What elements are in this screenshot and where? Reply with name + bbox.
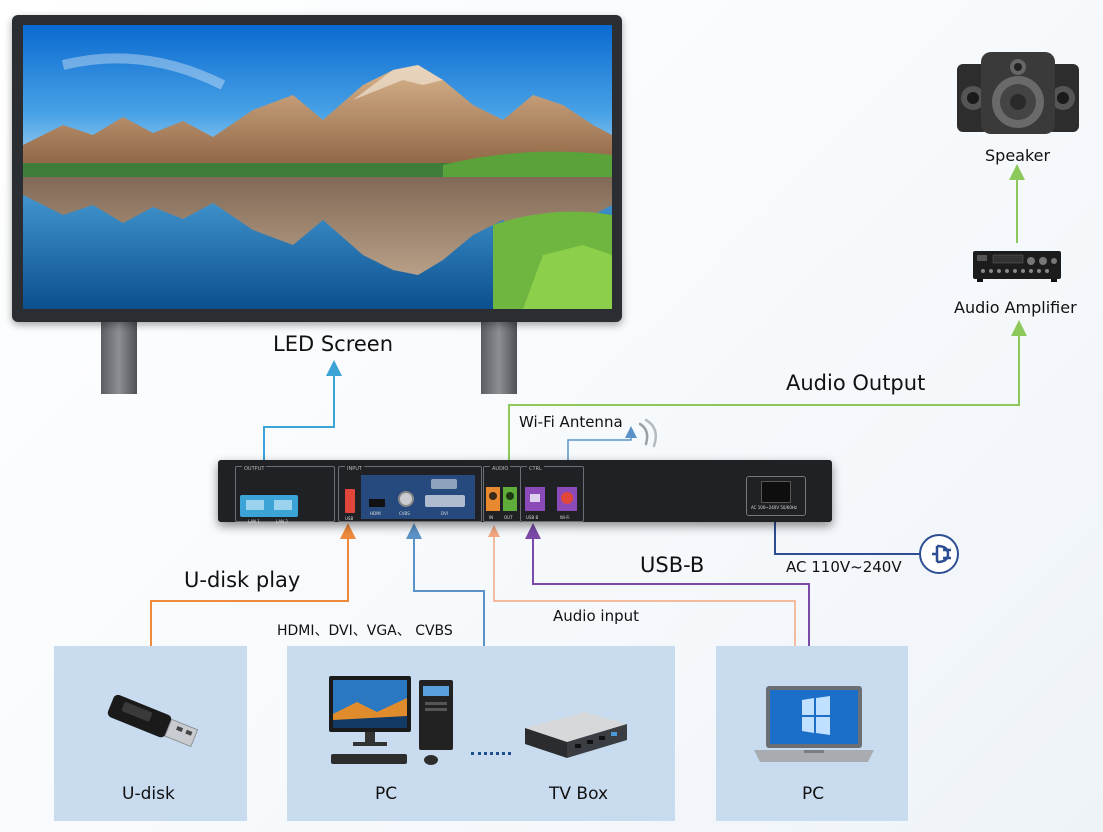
lan-port-block	[240, 495, 298, 517]
cvbs-label: CVBS	[399, 511, 410, 516]
wifi-signal-icon	[638, 418, 657, 448]
tv-box-label: TV Box	[549, 784, 609, 804]
audio-in-port	[486, 487, 500, 511]
wifi-port	[557, 487, 577, 511]
usb-b-label: USB-B	[640, 553, 705, 577]
lan-port-2	[274, 500, 292, 510]
desktop-pc-icon	[329, 676, 453, 765]
usb-label: USB	[345, 516, 354, 521]
audio-output-label: Audio Output	[786, 371, 926, 395]
player-device: OUTPUT LAN 1 LAN 2 INPUT USB HDMI CVBS D…	[218, 460, 832, 524]
speaker-label: Speaker	[985, 146, 1051, 165]
audio-output-line	[508, 320, 1027, 493]
ac-power-label: AC 110V~240V	[786, 558, 902, 576]
ac-power-line	[767, 504, 920, 555]
wifi-port-label: Wi-Fi	[560, 515, 570, 520]
lan1-label: LAN 1	[248, 519, 260, 524]
ellipsis-dots	[471, 752, 511, 755]
screen-post-right	[481, 322, 517, 394]
audio-amplifier-icon	[973, 251, 1061, 282]
usb-b-port-label: USB B	[526, 515, 539, 520]
audio-in-label: IN	[489, 515, 494, 520]
pc-laptop-label: PC	[802, 784, 825, 804]
ctrl-panel: CTRL USB B Wi-Fi	[520, 466, 584, 522]
usb-b-line	[525, 523, 810, 646]
screen-post-left	[101, 322, 137, 394]
ctrl-panel-tag: CTRL	[527, 466, 544, 472]
ac-socket-label: AC 100~240V 50/60Hz	[751, 505, 797, 510]
speaker-icon	[957, 52, 1079, 134]
tv-box-icon	[525, 712, 627, 758]
audio-panel: AUDIO IN OUT	[483, 466, 521, 522]
output-panel-tag: OUTPUT	[242, 466, 267, 472]
udisk-label: U-disk	[122, 784, 175, 804]
output-panel: OUTPUT LAN 1 LAN 2	[235, 466, 335, 524]
vga-port	[431, 479, 457, 489]
power-plug-icon	[919, 534, 959, 574]
laptop-source-box: PC	[716, 646, 908, 821]
led-display-image	[23, 25, 612, 309]
ac-socket: AC 100~240V 50/60Hz	[746, 476, 806, 516]
usb-flash-drive-icon	[107, 694, 199, 748]
audio-amplifier-label: Audio Amplifier	[954, 298, 1077, 317]
video-input-line	[406, 523, 485, 646]
laptop-icon	[754, 686, 874, 762]
lan2-label: LAN 2	[276, 519, 288, 524]
dvi-port	[425, 495, 465, 507]
video-inputs-label: HDMI、DVI、VGA、 CVBS	[277, 623, 453, 639]
udisk-line	[150, 523, 356, 646]
udisk-source-box: U-disk	[54, 646, 247, 821]
wifi-antenna-label: Wi-Fi Antenna	[519, 413, 623, 431]
audio-input-line	[488, 525, 796, 646]
udisk-play-label: U-disk play	[184, 568, 301, 592]
input-panel-tag: INPUT	[345, 466, 364, 472]
audio-input-label: Audio input	[553, 607, 639, 625]
input-panel: INPUT USB HDMI CVBS DVI	[338, 466, 482, 522]
hdmi-port	[369, 499, 385, 507]
led-screen	[12, 15, 622, 322]
hdmi-label: HDMI	[370, 511, 381, 516]
usb-b-port	[525, 487, 545, 511]
audio-out-port	[503, 487, 517, 511]
dvi-label: DVI	[441, 511, 448, 516]
video-input-block: HDMI CVBS DVI	[361, 475, 475, 519]
lan-port-1	[246, 500, 264, 510]
usb-port	[345, 489, 355, 513]
pc-tvbox-source-box: PC TV Box	[287, 646, 675, 821]
led-screen-label: LED Screen	[273, 332, 394, 356]
cvbs-port	[398, 491, 414, 507]
pc-desktop-label: PC	[375, 784, 398, 804]
audio-out-label: OUT	[504, 515, 513, 520]
audio-panel-tag: AUDIO	[490, 466, 511, 472]
